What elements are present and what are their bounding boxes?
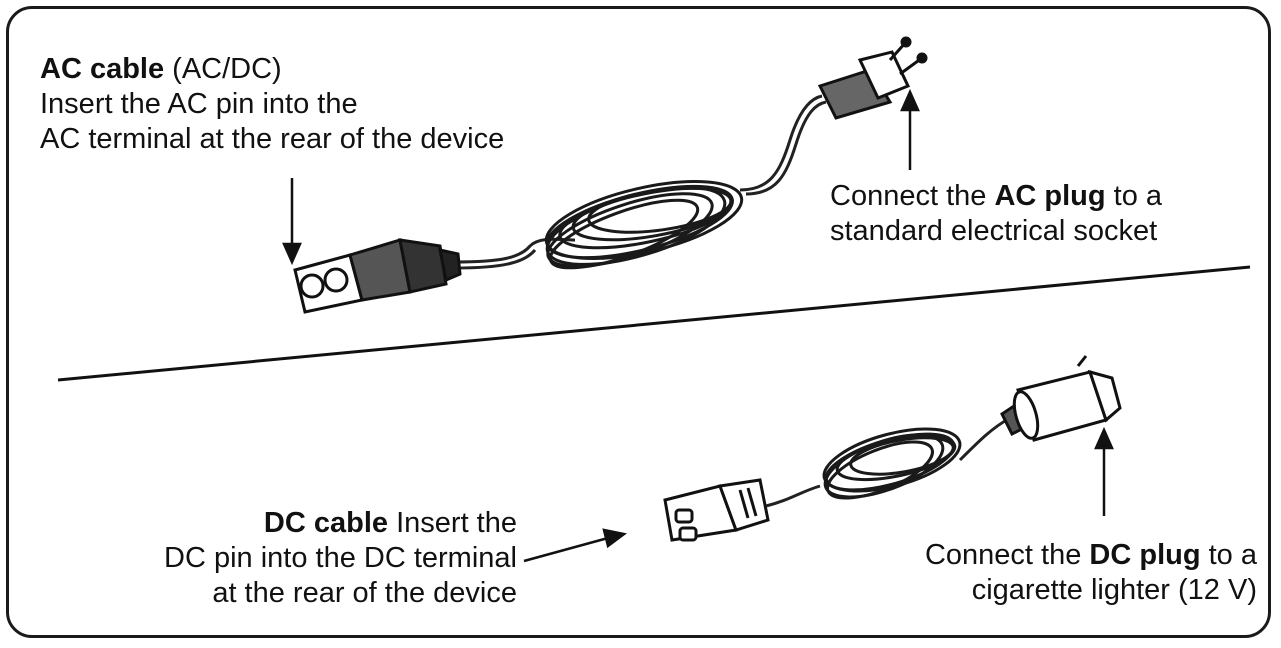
dc-cable-title: DC cable (263, 507, 389, 539)
section-divider (57, 265, 1251, 382)
dc-plug-bold: DC plug (1089, 539, 1201, 571)
dc-connector (663, 478, 770, 542)
ac-cable-title: AC cable (40, 53, 165, 85)
ac-plug (817, 36, 928, 120)
dc-plug (1000, 355, 1122, 442)
ac-plug-prefix: Connect the (830, 180, 987, 212)
ac-cable-line2: AC terminal at the rear of the device (40, 123, 505, 155)
ac-plug-suffix: to a (1113, 180, 1163, 212)
arrow-ac-plug (900, 88, 920, 170)
dc-plug-prefix: Connect the (924, 539, 1082, 571)
ac-cable-caption: AC cable (AC/DC) Insert the AC pin into … (40, 52, 504, 157)
ac-plug-bold: AC plug (994, 180, 1106, 212)
arrow-ac-cable (282, 178, 302, 266)
arrow-dc-cable (523, 528, 627, 563)
dc-cable-cord (765, 416, 1011, 508)
ac-connector (293, 238, 462, 314)
dc-cable-line3: at the rear of the device (212, 577, 517, 609)
ac-cable-cord (454, 94, 827, 270)
dc-cable-line2: DC pin into the DC terminal (164, 542, 517, 574)
ac-cable-coil (544, 180, 744, 270)
ac-cable-line1: Insert the AC pin into the (40, 88, 358, 120)
diagram-frame (6, 6, 1271, 638)
ac-cable-suffix: (AC/DC) (172, 53, 282, 85)
dc-cable-suffix: Insert the (396, 507, 517, 539)
dc-cable-coil (822, 427, 962, 500)
arrow-dc-plug (1094, 426, 1114, 516)
dc-plug-line2: cigarette lighter (12 V) (971, 574, 1257, 606)
dc-cable-caption: DC cable Insert the DC pin into the DC t… (164, 506, 517, 611)
dc-plug-suffix: to a (1208, 539, 1257, 571)
dc-plug-caption: Connect the DC plug to a cigarette light… (925, 538, 1257, 608)
ac-plug-line2: standard electrical socket (830, 215, 1158, 247)
ac-plug-caption: Connect the AC plug to a standard electr… (830, 179, 1162, 249)
